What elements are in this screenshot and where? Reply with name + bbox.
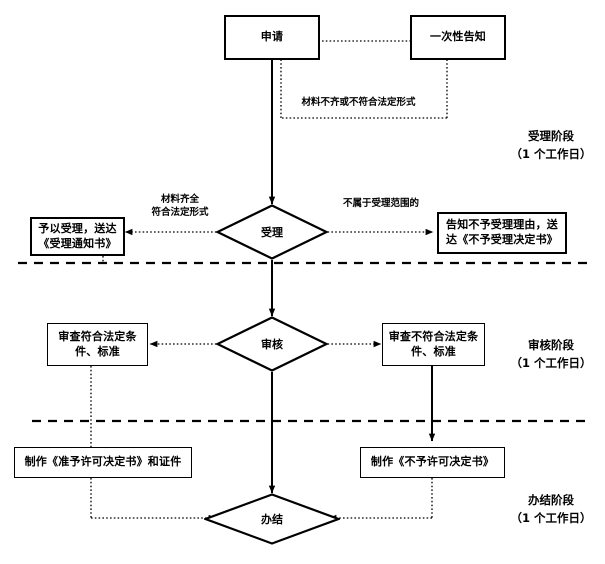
node-permit-deny-label: 制作《不予许可决定书》: [370, 455, 495, 469]
edge-label-out-of-scope: 不属于受理范围的: [342, 198, 419, 209]
node-accept-decision[interactable]: 受理: [216, 204, 328, 260]
stage-caption-accept: 受理阶段 （1 个工作日）: [497, 128, 605, 164]
node-review-fail[interactable]: 审查不符合法定条 件、标准: [382, 323, 485, 366]
edge-label-material-complete: 材料齐全 符合法定形式: [151, 194, 209, 218]
stage-caption-finish: 办结阶段 （1 个工作日）: [497, 492, 605, 528]
stage-review-name: 审核阶段: [528, 338, 574, 352]
node-finish-decision[interactable]: 办结: [204, 493, 340, 545]
node-permit-deny[interactable]: 制作《不予许可决定书》: [360, 447, 505, 478]
node-review-decision[interactable]: 审核: [216, 316, 328, 372]
node-permit-grant-label: 制作《准予许可决定书》和证件: [24, 455, 182, 469]
node-accept-no-label: 告知不予受理理由，送 达《不予受理决定书》: [446, 218, 558, 246]
stage-accept-duration: （1 个工作日）: [510, 146, 592, 161]
node-one-time-notice-label: 一次性告知: [430, 30, 486, 44]
edge-label-incomplete-material: 材料不齐或不符合法定形式: [301, 97, 416, 108]
stage-accept-name: 受理阶段: [528, 129, 574, 143]
stage-caption-review: 审核阶段 （1 个工作日）: [497, 337, 605, 373]
node-accept-yes-label: 予以受理，送达 《受理通知书》: [38, 221, 117, 250]
node-permit-grant[interactable]: 制作《准予许可决定书》和证件: [14, 447, 192, 478]
node-one-time-notice[interactable]: 一次性告知: [410, 15, 506, 60]
node-review-pass-label: 审查符合法定条 件、标准: [58, 329, 137, 358]
node-apply-label: 申请: [260, 30, 284, 44]
stage-finish-name: 办结阶段: [528, 493, 574, 507]
node-accept-no[interactable]: 告知不予受理理由，送 达《不予受理决定书》: [437, 212, 567, 254]
stage-review-duration: （1 个工作日）: [510, 355, 592, 370]
node-review-pass[interactable]: 审查符合法定条 件、标准: [47, 323, 148, 366]
node-review-fail-label: 审查不符合法定条 件、标准: [388, 329, 479, 358]
node-accept-yes[interactable]: 予以受理，送达 《受理通知书》: [30, 217, 125, 256]
node-apply[interactable]: 申请: [224, 15, 320, 60]
stage-finish-duration: （1 个工作日）: [510, 510, 592, 525]
